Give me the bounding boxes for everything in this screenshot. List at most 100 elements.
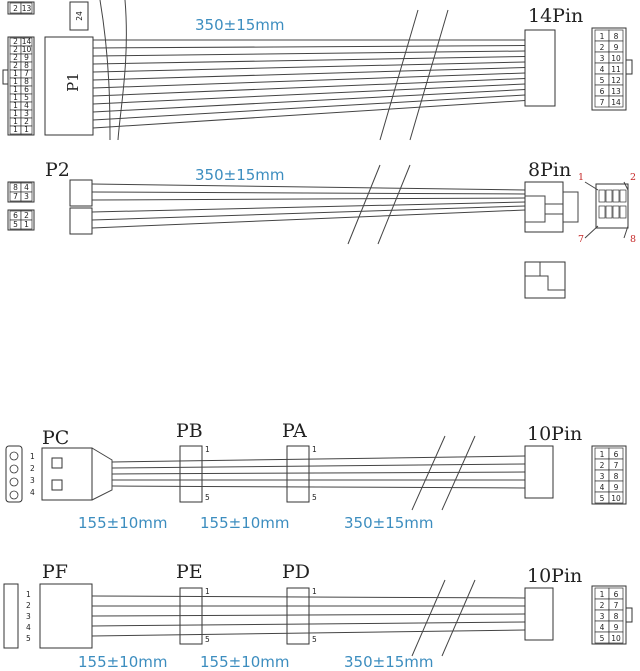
length-mid-a: 155±10mm	[78, 514, 168, 532]
pb-label: PB	[176, 420, 203, 442]
sata-face	[3, 583, 19, 649]
pin-number: 8	[24, 61, 29, 70]
pin-number: 3	[24, 192, 29, 201]
pin-number: 4	[24, 101, 29, 110]
pin-number: 1	[13, 125, 18, 134]
pa-connector	[286, 445, 310, 503]
pin-number: 14	[22, 37, 32, 46]
pc-latch-b	[51, 479, 63, 491]
pe-pin-bottom: 5	[205, 635, 210, 644]
pin-cell	[20, 125, 33, 135]
break-mark	[347, 164, 381, 245]
wire	[92, 45, 526, 49]
length-mid-b: 155±10mm	[200, 514, 290, 532]
pin-number: 1	[13, 69, 18, 78]
pin-cell	[20, 2, 33, 14]
pin8-body	[563, 191, 579, 223]
pin-number: 13	[611, 87, 621, 96]
pin10a-connector	[524, 445, 554, 499]
p1-tab	[69, 1, 89, 31]
pc-connector	[41, 447, 93, 501]
pin-number: 7	[614, 601, 619, 610]
pin-number: 9	[614, 623, 619, 632]
pin-number: 4	[24, 183, 29, 192]
pin-number: 1	[13, 109, 18, 118]
wire	[111, 471, 526, 475]
pin8-cell	[619, 189, 627, 203]
pin8-cell	[612, 189, 620, 203]
pin-number: 4	[600, 483, 605, 492]
pin8-num-br: 8	[630, 234, 636, 245]
pin-number: 3	[600, 472, 605, 481]
molex-hole	[9, 477, 19, 487]
pin-number: 6	[614, 590, 619, 599]
pin14-label: 14Pin	[528, 5, 583, 27]
pin-cell	[608, 95, 624, 108]
pc-connector-taper	[91, 447, 113, 501]
pc-latch-a	[51, 457, 63, 469]
pin-number: 2	[600, 43, 605, 52]
sata-pin-number: 2	[26, 601, 31, 610]
p1-label: P1	[64, 72, 82, 92]
pin-cell	[20, 191, 33, 202]
pin8-label: 8Pin	[528, 159, 571, 181]
pin-number: 7	[24, 69, 29, 78]
pin-number: 11	[611, 65, 621, 74]
length-top2: 350±15mm	[195, 166, 285, 184]
molex-pin-number: 1	[30, 452, 35, 461]
wire	[91, 613, 526, 617]
length-bot-b: 155±10mm	[200, 653, 290, 671]
pin8-cell	[598, 189, 606, 203]
sata-pin-number: 5	[26, 634, 31, 643]
pin-number: 1	[600, 450, 605, 459]
pin-number: 5	[600, 494, 605, 503]
pin-number: 8	[24, 77, 29, 86]
molex-hole	[9, 464, 19, 474]
p1-latch	[2, 69, 9, 85]
pin-number: 4	[600, 623, 605, 632]
pin-number: 6	[24, 85, 29, 94]
pin-number: 2	[13, 37, 18, 46]
break-mark	[441, 579, 476, 657]
wire	[91, 621, 526, 627]
pin-number: 2	[600, 601, 605, 610]
molex-pin-number: 3	[30, 476, 35, 485]
length-mid-c: 350±15mm	[344, 514, 434, 532]
pin8-side-view	[524, 261, 566, 299]
pin-number: 1	[600, 590, 605, 599]
pin-number: 1	[24, 220, 29, 229]
p1-connector	[44, 36, 94, 136]
pin-number: 1	[13, 93, 18, 102]
molex-pin-number: 4	[30, 488, 35, 497]
pin-number: 2	[13, 45, 18, 54]
pin8-connector	[524, 181, 564, 233]
pin-number: 3	[600, 612, 605, 621]
break-mark	[377, 164, 411, 245]
pd-connector	[286, 587, 310, 645]
pf-connector	[39, 583, 93, 649]
pin-number: 2	[13, 4, 18, 13]
wire	[92, 61, 526, 73]
pin-number: 6	[614, 450, 619, 459]
pin-cell	[608, 631, 624, 644]
wire	[92, 67, 526, 81]
pin-number: 5	[13, 220, 18, 229]
bottom-wires	[91, 595, 526, 637]
pin-number: 9	[614, 483, 619, 492]
pin-cell	[608, 491, 624, 504]
sata-pin-number: 4	[26, 623, 31, 632]
break-mark	[411, 579, 446, 657]
pin14-connector	[524, 29, 556, 107]
pin10a-label: 10Pin	[527, 423, 582, 445]
length-bot-a: 155±10mm	[78, 653, 168, 671]
break-mark	[409, 9, 449, 141]
p1-wires	[92, 39, 526, 129]
molex-hole	[9, 490, 19, 500]
